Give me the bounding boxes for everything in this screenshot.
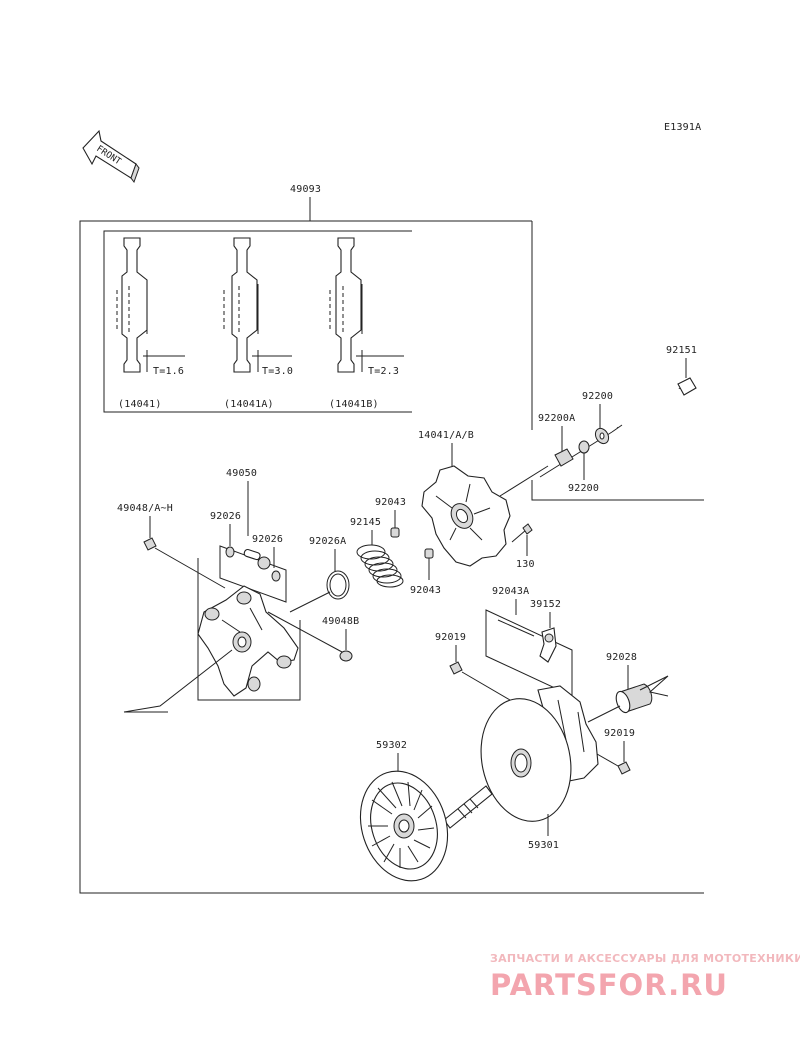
label-92043A: 92043A bbox=[492, 586, 529, 597]
collar-92026-right bbox=[271, 570, 281, 582]
label-49048B: 49048B bbox=[322, 616, 359, 627]
bolt-130 bbox=[511, 523, 533, 556]
weight-14041B-thickness: T=2.3 bbox=[368, 366, 399, 377]
nut-92019-left bbox=[449, 661, 463, 675]
weight-14041B: T=2.3 (14041B) bbox=[329, 237, 404, 410]
label-59301: 59301 bbox=[528, 840, 559, 851]
label-92145: 92145 bbox=[350, 517, 381, 528]
assembly-frame bbox=[79, 220, 704, 894]
nut-92019-right bbox=[617, 761, 631, 775]
watermark-tagline: ЗАПЧАСТИ И АКСЕССУАРЫ ДЛЯ МОТОТЕХНИКИ bbox=[490, 952, 800, 965]
watermark-brand: PARTSFOR.RU bbox=[490, 968, 728, 1002]
bushing-92028 bbox=[615, 683, 653, 714]
oring-92026A bbox=[326, 570, 350, 600]
bolt-49048 bbox=[143, 537, 157, 551]
ramp-arm-assembly bbox=[197, 585, 299, 697]
label-59302: 59302 bbox=[376, 740, 407, 751]
bolt-92151 bbox=[539, 377, 697, 478]
spring-92145 bbox=[356, 544, 404, 588]
pin-92043-upper bbox=[390, 527, 400, 538]
fixed-sheave-59302 bbox=[359, 770, 493, 882]
group-39152-box bbox=[485, 609, 573, 697]
washer-92200-lower bbox=[578, 440, 590, 454]
label-49048AH: 49048/A~H bbox=[117, 503, 173, 514]
label-92200-bottom: 92200 bbox=[568, 483, 599, 494]
spider-14041 bbox=[421, 465, 511, 567]
weight-14041A-part: (14041A) bbox=[224, 399, 274, 410]
pin-92043A bbox=[497, 619, 535, 637]
weight-14041-part: (14041) bbox=[118, 399, 162, 410]
watermark: ЗАПЧАСТИ И АКСЕССУАРЫ ДЛЯ МОТОТЕХНИКИ PA… bbox=[490, 952, 800, 1002]
label-92028: 92028 bbox=[606, 652, 637, 663]
pin-92043-lower bbox=[424, 548, 434, 559]
label-92151: 92151 bbox=[666, 345, 697, 356]
label-92043-bottom: 92043 bbox=[410, 585, 441, 596]
weights-detail-box bbox=[103, 230, 412, 413]
arm-39152 bbox=[539, 627, 557, 663]
weight-14041B-part: (14041B) bbox=[329, 399, 379, 410]
label-49093: 49093 bbox=[290, 184, 321, 195]
label-92019-left: 92019 bbox=[435, 632, 466, 643]
label-92200A: 92200A bbox=[538, 413, 575, 424]
label-92019-right: 92019 bbox=[604, 728, 635, 739]
roller-pin bbox=[243, 548, 261, 561]
label-130: 130 bbox=[516, 559, 535, 570]
label-14041AB: 14041/A/B bbox=[418, 430, 474, 441]
nut-92200A bbox=[554, 448, 574, 467]
weight-14041: T=1.6 (14041) bbox=[116, 237, 185, 410]
roller bbox=[257, 556, 271, 570]
label-92043-top: 92043 bbox=[375, 497, 406, 508]
weight-14041A-thickness: T=3.0 bbox=[262, 366, 293, 377]
nut-49048B bbox=[339, 650, 353, 662]
label-92026A: 92026A bbox=[309, 536, 346, 547]
label-92026-left: 92026 bbox=[210, 511, 241, 522]
diagram-code: E1391A bbox=[664, 122, 701, 133]
label-92026-right: 92026 bbox=[252, 534, 283, 545]
label-92200-top: 92200 bbox=[582, 391, 613, 402]
front-arrow-icon: FRONT bbox=[82, 129, 140, 184]
movable-sheave-59301 bbox=[480, 685, 599, 822]
label-39152: 39152 bbox=[530, 599, 561, 610]
collar-92026-left bbox=[225, 546, 235, 558]
label-49050: 49050 bbox=[226, 468, 257, 479]
weight-14041-thickness: T=1.6 bbox=[153, 366, 184, 377]
weight-14041A: T=3.0 (14041A) bbox=[223, 237, 293, 410]
